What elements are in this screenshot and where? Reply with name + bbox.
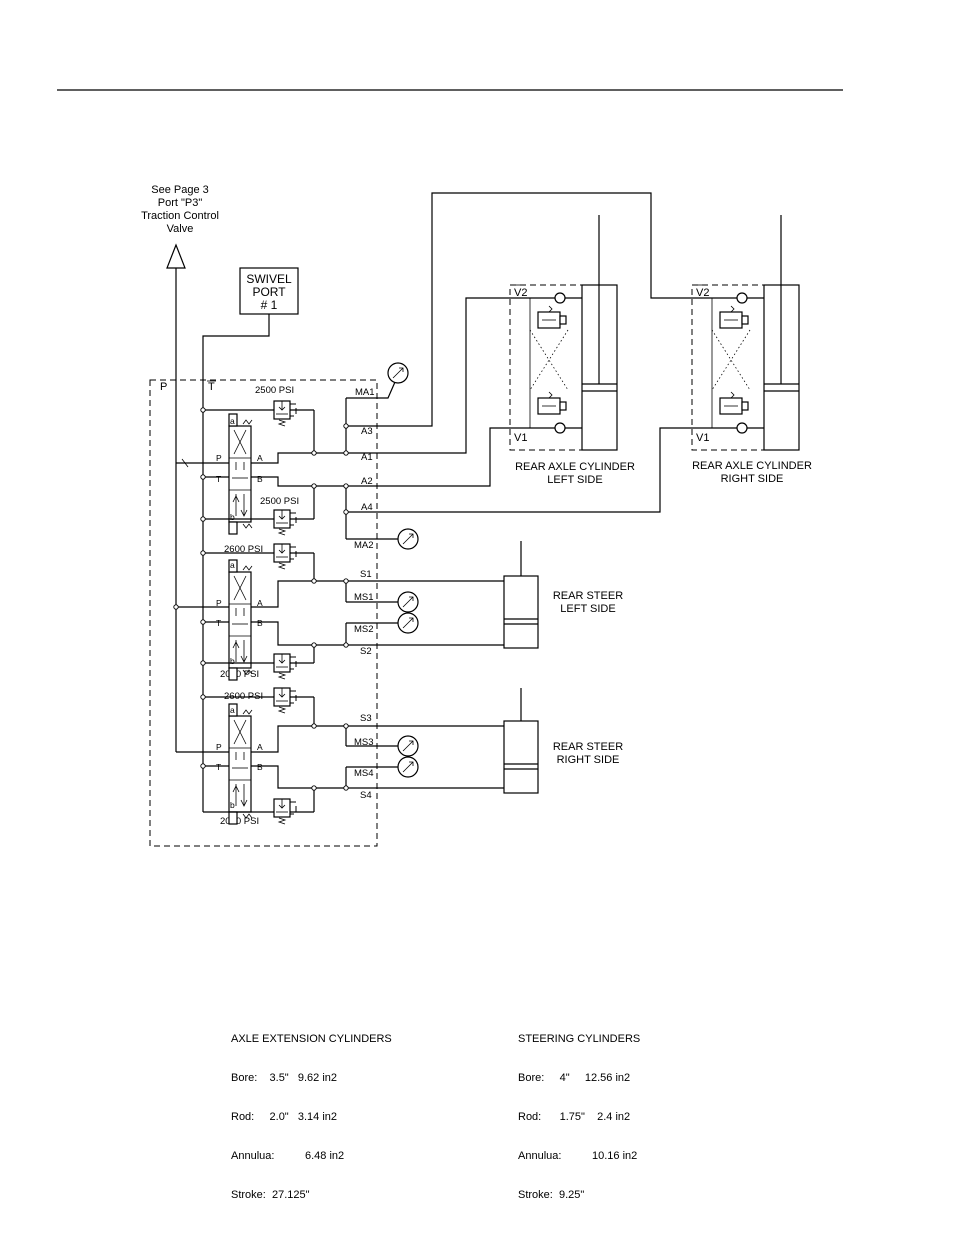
relief-valve-2500-b (273, 509, 297, 536)
svg-text:a: a (230, 416, 235, 426)
svg-text:See Page 3: See Page 3 (151, 184, 209, 196)
svg-text:RIGHT SIDE: RIGHT SIDE (557, 754, 620, 766)
pressure-gauge-ma2 (397, 528, 419, 550)
svg-text:REAR STEER: REAR STEER (553, 590, 623, 602)
svg-text:b: b (230, 512, 235, 522)
svg-text:S4: S4 (360, 790, 372, 801)
svg-text:A2: A2 (361, 476, 373, 487)
svg-text:P: P (216, 453, 222, 463)
axle-spec-annulus: Annulua: 6.48 in2 (231, 1150, 345, 1162)
svg-text:S1: S1 (360, 569, 372, 580)
svg-text:b: b (230, 800, 235, 810)
svg-text:PORT: PORT (252, 285, 286, 299)
svg-text:S2: S2 (360, 646, 372, 657)
svg-text:LEFT SIDE: LEFT SIDE (560, 603, 615, 615)
pressure-gauge-ms2 (397, 612, 419, 634)
manifold-boundary (149, 379, 378, 847)
svg-text:V2: V2 (514, 287, 527, 299)
steering-spec-bore: Bore: 4" 12.56 in2 (518, 1072, 631, 1084)
svg-text:B: B (257, 618, 263, 628)
svg-text:T: T (216, 474, 221, 484)
svg-text:Traction Control: Traction Control (141, 210, 219, 222)
pressure-gauge-ms4 (397, 756, 419, 778)
svg-text:RIGHT SIDE: RIGHT SIDE (721, 473, 784, 485)
axle-extension-specs: AXLE EXTENSION CYLINDERS Bore: 3.5" 9.62… (231, 1007, 392, 1215)
rear-axle-cylinder-left: V2 V1 REAR AXLE CYLINDER LEFT SIDE (509, 215, 635, 486)
steering-cylinder-specs: STEERING CYLINDERS Bore: 4" 12.56 in2 Ro… (518, 1007, 640, 1215)
svg-text:MA1: MA1 (355, 387, 375, 398)
pressure-gauge-ms1 (397, 591, 419, 613)
pressure-return-arrow (166, 243, 186, 269)
relief-valve-2600-a (273, 543, 297, 570)
svg-text:V1: V1 (514, 432, 527, 444)
svg-text:T: T (216, 762, 221, 772)
steering-specs-title: STEERING CYLINDERS (518, 1033, 641, 1045)
rear-axle-cylinder-right: V2 V1 REAR AXLE CYLINDER RIGHT SIDE (691, 215, 812, 485)
axle-spec-bore: Bore: 3.5" 9.62 in2 (231, 1072, 338, 1084)
svg-text:b: b (230, 656, 235, 666)
swivel-port-box: SWIVEL PORT # 1 (239, 267, 299, 315)
relief-label-2000-b: 2000 PSI (220, 816, 259, 827)
svg-text:A: A (257, 598, 263, 608)
svg-text:V1: V1 (696, 432, 709, 444)
svg-text:B: B (257, 474, 263, 484)
axle-spec-stroke: Stroke: 27.125" (231, 1189, 310, 1201)
svg-text:B: B (257, 762, 263, 772)
svg-text:A1: A1 (361, 452, 373, 463)
traction-control-note: See Page 3 Port "P3" Traction Control Va… (141, 184, 219, 235)
svg-text:LEFT SIDE: LEFT SIDE (547, 474, 602, 486)
relief-label-2000-a: 2000 PSI (220, 669, 259, 680)
relief-label-2500-b: 2500 PSI (260, 496, 299, 507)
manifold-port-p: P (160, 381, 167, 393)
relief-valve-2600-b (273, 687, 297, 714)
axle-spec-rod: Rod: 2.0" 3.14 in2 (231, 1111, 338, 1123)
svg-text:REAR AXLE CYLINDER: REAR AXLE CYLINDER (515, 461, 635, 473)
steering-spec-stroke: Stroke: 9.25" (518, 1189, 585, 1201)
svg-text:P: P (216, 598, 222, 608)
svg-text:A4: A4 (361, 502, 373, 513)
junction-dots (173, 407, 349, 791)
svg-text:# 1: # 1 (261, 298, 278, 312)
axle-specs-title: AXLE EXTENSION CYLINDERS (231, 1033, 392, 1045)
relief-valve-2000-a (273, 653, 297, 680)
pressure-gauge-ms3 (397, 735, 419, 757)
svg-text:V2: V2 (696, 287, 709, 299)
svg-text:A: A (257, 742, 263, 752)
rear-steer-cylinder-right: REAR STEER RIGHT SIDE (503, 688, 623, 794)
pressure-gauge-ma1 (387, 362, 409, 384)
relief-label-2600-a: 2600 PSI (224, 544, 263, 555)
relief-valve-2500-a (273, 400, 297, 427)
port-labels-axle: MA1 A3 A1 A2 A4 MA2 (354, 387, 375, 551)
svg-text:Port "P3": Port "P3" (158, 197, 203, 209)
svg-text:S3: S3 (360, 713, 372, 724)
svg-text:SWIVEL: SWIVEL (246, 272, 292, 286)
rear-steer-cylinder-left: REAR STEER LEFT SIDE (503, 541, 623, 649)
svg-text:MS1: MS1 (354, 592, 374, 603)
svg-text:A: A (257, 453, 263, 463)
svg-text:Valve: Valve (167, 223, 194, 235)
svg-text:MS4: MS4 (354, 768, 374, 779)
svg-text:MS2: MS2 (354, 624, 374, 635)
svg-text:A3: A3 (361, 426, 373, 437)
svg-text:REAR STEER: REAR STEER (553, 741, 623, 753)
svg-text:P: P (216, 742, 222, 752)
svg-text:a: a (230, 705, 235, 715)
port-labels-steer-left: S1 MS1 MS2 S2 (354, 569, 374, 657)
svg-text:MS3: MS3 (354, 737, 374, 748)
port-labels-steer-right: S3 MS3 MS4 S4 (354, 713, 374, 801)
svg-text:T: T (216, 618, 221, 628)
relief-label-2500-a: 2500 PSI (255, 385, 294, 396)
steering-spec-rod: Rod: 1.75" 2.4 in2 (518, 1111, 631, 1123)
manifold-port-t: T (208, 381, 215, 393)
svg-text:REAR AXLE CYLINDER: REAR AXLE CYLINDER (692, 460, 812, 472)
svg-text:a: a (230, 560, 235, 570)
svg-text:MA2: MA2 (354, 540, 374, 551)
steering-spec-annulus: Annulua: 10.16 in2 (518, 1150, 638, 1162)
